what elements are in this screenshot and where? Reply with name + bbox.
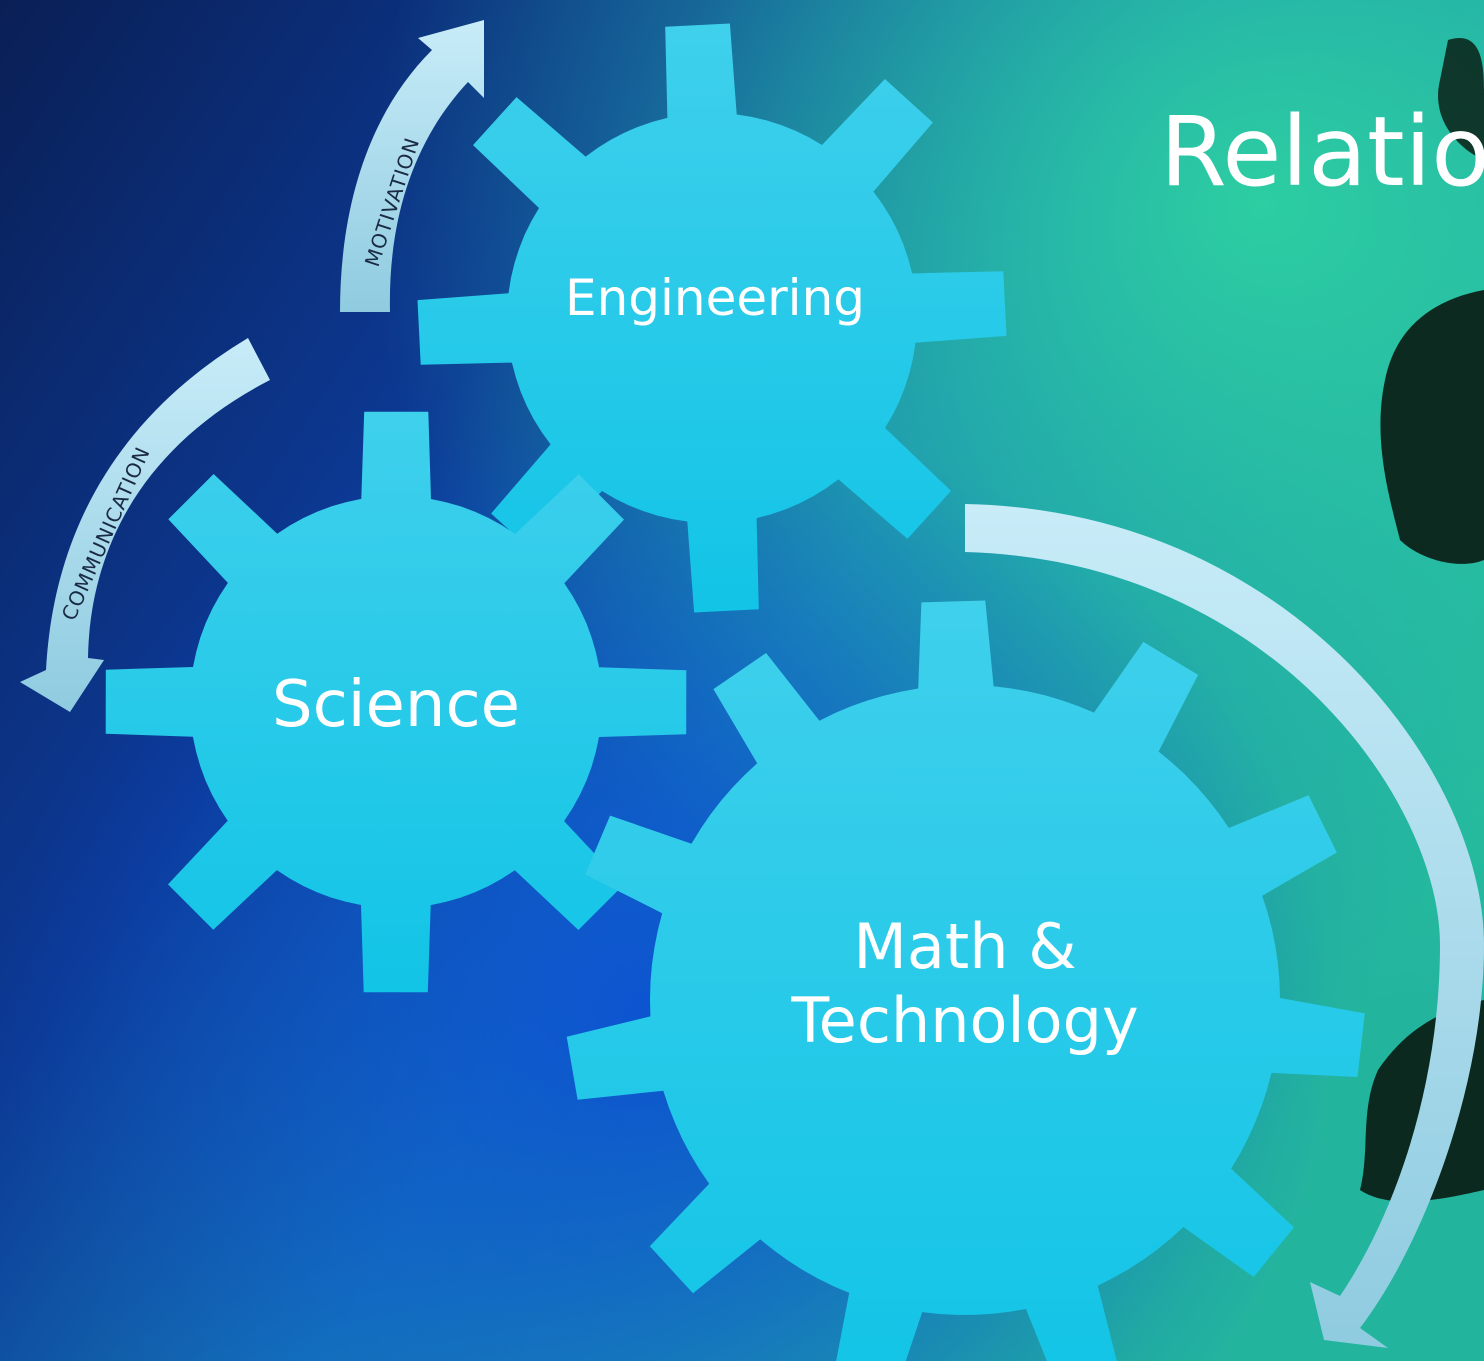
gear-science	[105, 411, 687, 993]
arrow-communication	[20, 338, 270, 712]
arrow-motivation	[340, 20, 484, 312]
gear-label-math-line1: Math &	[853, 910, 1076, 983]
slide-title: Relatio	[1160, 96, 1484, 208]
gear-label-science: Science	[272, 668, 520, 742]
gear-engineering	[417, 23, 1007, 613]
gear-math-technology	[566, 600, 1365, 1361]
gear-label-math-line2: Technology	[790, 984, 1138, 1057]
gear-label-engineering: Engineering	[565, 269, 865, 327]
arrow-cycle	[965, 504, 1484, 1348]
rock-shape-middle	[1380, 290, 1484, 564]
rock-shape-top	[1438, 38, 1484, 160]
